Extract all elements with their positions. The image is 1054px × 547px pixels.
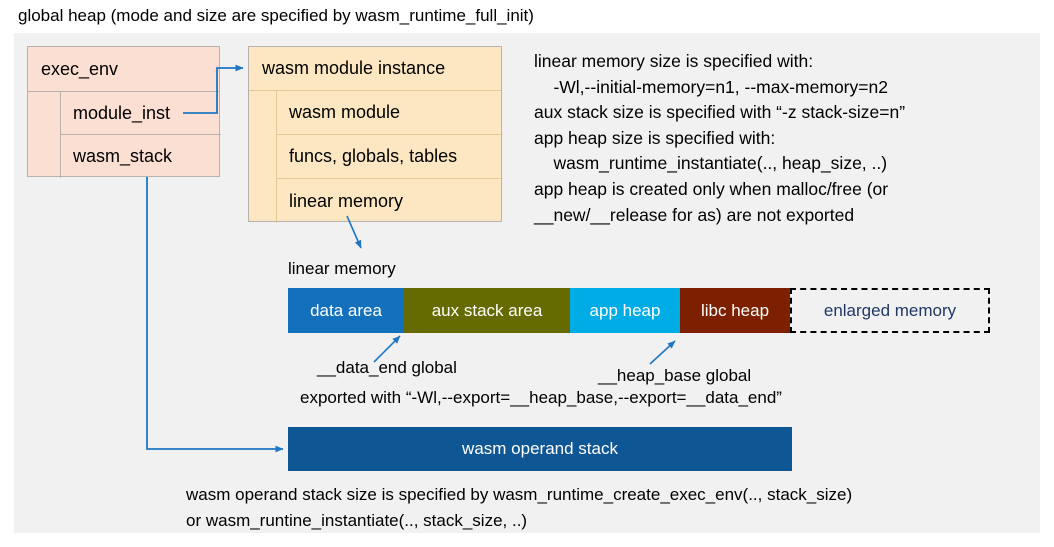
operand-stack-note: wasm operand stack size is specified by …	[186, 485, 853, 530]
segment-data-area: data area	[288, 288, 404, 333]
annotation-heap-base: __heap_base global	[598, 366, 752, 385]
segment-aux-stack-area: aux stack area	[404, 288, 570, 333]
module-instance-gutter	[249, 91, 277, 223]
module-instance-row-funcs-globals-tables: funcs, globals, tables	[277, 135, 503, 179]
module-instance-row-linear-memory: linear memory	[289, 190, 404, 211]
annotation-exported: exported with “-Wl,--export=__heap_base,…	[300, 388, 782, 407]
exec-env-row-wasm-stack: wasm_stack	[73, 146, 173, 166]
wasm-operand-stack-box: wasm operand stack	[288, 427, 792, 471]
exec-env-header: exec_env	[28, 47, 219, 92]
segment-enlarged-memory: enlarged memory	[790, 288, 990, 333]
page-title: global heap (mode and size are specified…	[18, 6, 534, 25]
wasm-module-instance-box: wasm module instance wasm module funcs, …	[248, 46, 503, 223]
segment-app-heap: app heap	[570, 288, 680, 333]
linear-memory-label: linear memory	[288, 259, 396, 278]
exec-env-row-module-inst: module_inst	[61, 92, 221, 135]
module-instance-row-wasm-module: wasm module	[277, 91, 503, 135]
exec-env-box: exec_env module_inst wasm_stack	[27, 46, 221, 178]
annotation-data-end: __data_end global	[317, 358, 457, 377]
exec-env-gutter	[28, 92, 61, 178]
module-instance-header: wasm module instance	[249, 47, 501, 91]
segment-libc-heap: libc heap	[680, 288, 790, 333]
linear-memory-note: linear memory size is specified with: -W…	[534, 51, 906, 225]
